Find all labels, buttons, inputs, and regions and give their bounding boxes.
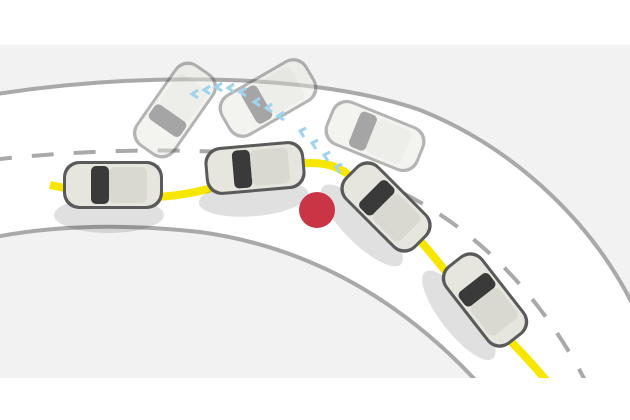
road-outer-edge bbox=[0, 77, 630, 304]
car-1 bbox=[54, 161, 164, 233]
cars bbox=[54, 139, 535, 361]
car-2 bbox=[198, 139, 309, 217]
obstacle-dot-icon bbox=[299, 192, 335, 228]
car-3 bbox=[321, 154, 439, 267]
road-inner-edge bbox=[0, 224, 477, 378]
car-4 bbox=[422, 245, 535, 361]
